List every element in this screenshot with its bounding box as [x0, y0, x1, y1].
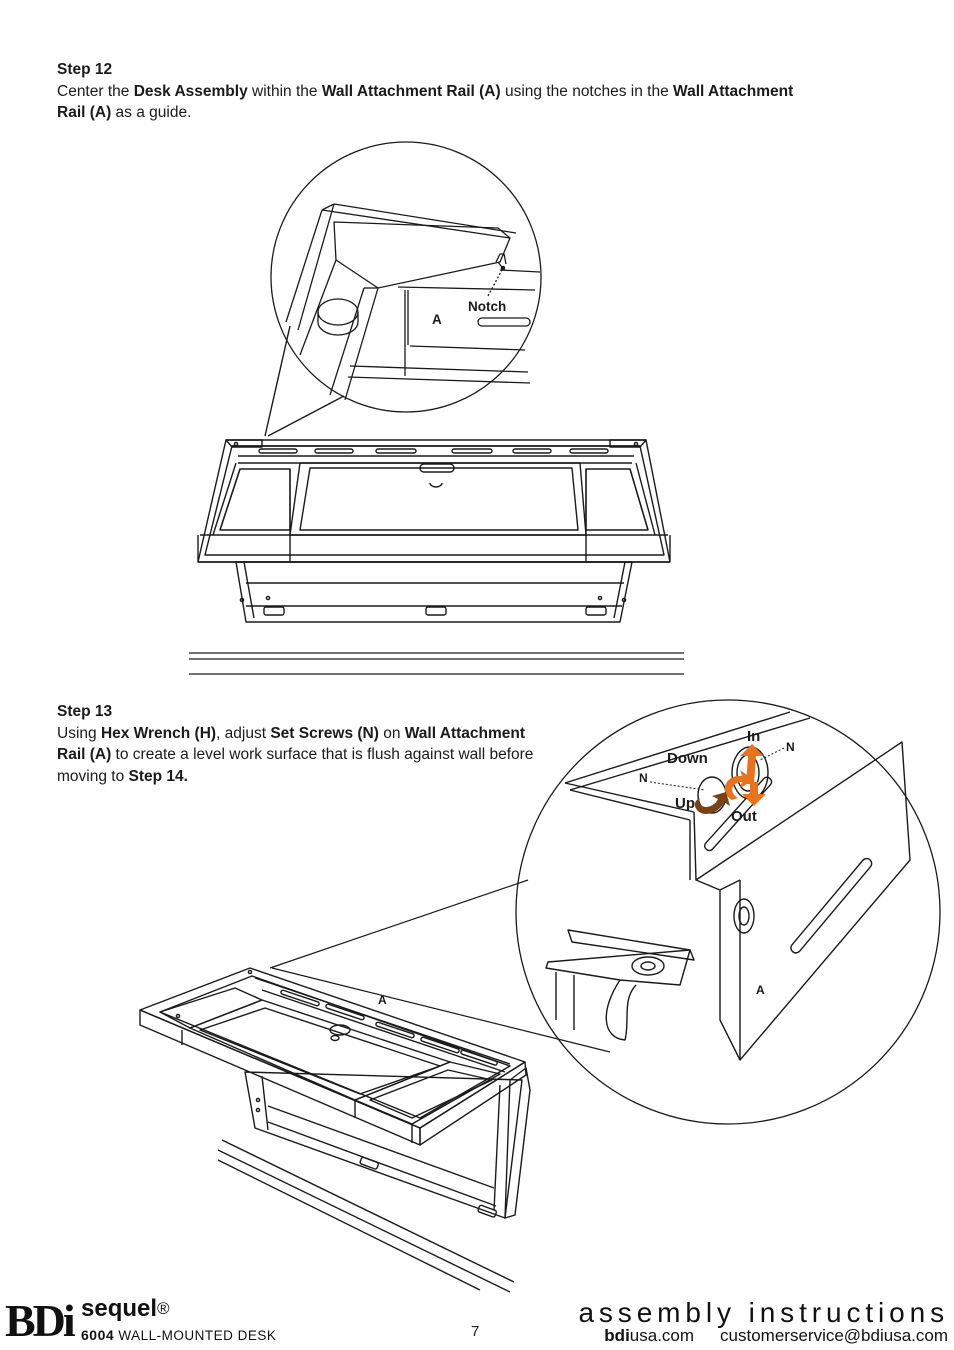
label-n-right: N [786, 740, 795, 754]
text: Using [57, 724, 101, 742]
step-12-heading: Step 12 [57, 61, 113, 78]
website-rest: usa.com [629, 1326, 695, 1345]
product-title: sequel [81, 1295, 158, 1322]
bold-text: Desk Assembly [133, 82, 248, 100]
bold-text: Hex Wrench (H) [100, 724, 217, 742]
model-line: 6004 WALL-MOUNTED DESK [81, 1327, 276, 1343]
text: , adjust [216, 724, 271, 742]
label-a-detail: A [756, 983, 765, 997]
label-in: In [747, 728, 760, 745]
page-number: 7 [471, 1323, 480, 1340]
step-13-instructions: Step 13 Using Hex Wrench (H), adjust Set… [57, 701, 557, 787]
step-12-body: Center the Desk Assembly within the Wall… [57, 81, 817, 124]
website-bold: bdi [604, 1326, 630, 1345]
figure-13-desk-assembly [139, 967, 531, 1293]
figure-12-desk-assembly [197, 439, 671, 623]
document-title: assembly instructions [578, 1297, 949, 1328]
in-out-arrows [694, 744, 766, 814]
label-out: Out [731, 808, 757, 825]
model-name: WALL-MOUNTED DESK [118, 1328, 277, 1343]
bold-text: Wall Attachment Rail (A) [57, 82, 794, 122]
step-13-body: Using Hex Wrench (H), adjust Set Screws … [57, 723, 557, 788]
bold-text: Step 14. [128, 767, 188, 785]
text: to create a level work surface that is f… [57, 746, 534, 785]
detail-leader-left [264, 325, 291, 437]
support-email: customerservice@bdiusa.com [720, 1326, 948, 1345]
figure-12-floor-lines [189, 652, 684, 675]
figure-13-detail-circle: In Down Up Out N N A [269, 699, 941, 1125]
part-a-callout: A [432, 312, 442, 327]
label-n-left: N [639, 771, 648, 785]
bold-text: Wall Attachment Rail (A) [57, 724, 526, 764]
text: Center the [57, 82, 134, 100]
model-number: 6004 [81, 1327, 115, 1343]
label-a-desk: A [378, 993, 387, 1007]
bold-text: Set Screws (N) [270, 724, 379, 742]
text: using the notches in the [500, 82, 674, 100]
label-down: Down [667, 750, 708, 767]
bold-text: Wall Attachment Rail (A) [321, 82, 501, 100]
product-name: sequel® [81, 1296, 170, 1322]
label-up: Up [675, 795, 695, 812]
figure-12-detail-circle: Notch A [270, 141, 542, 413]
step-12-instructions: Step 12 Center the Desk Assembly within … [57, 59, 817, 124]
text: on [378, 724, 405, 742]
registered-mark: ® [157, 1299, 170, 1318]
bdi-logo: BDi [5, 1295, 76, 1346]
notch-callout: Notch [468, 299, 506, 314]
detail-leader-right [267, 395, 345, 437]
step-13-heading: Step 13 [57, 703, 113, 720]
contact-line: bdiusa.com customerservice@bdiusa.com [604, 1326, 948, 1346]
text: as a guide. [111, 104, 192, 121]
text: within the [247, 82, 322, 100]
